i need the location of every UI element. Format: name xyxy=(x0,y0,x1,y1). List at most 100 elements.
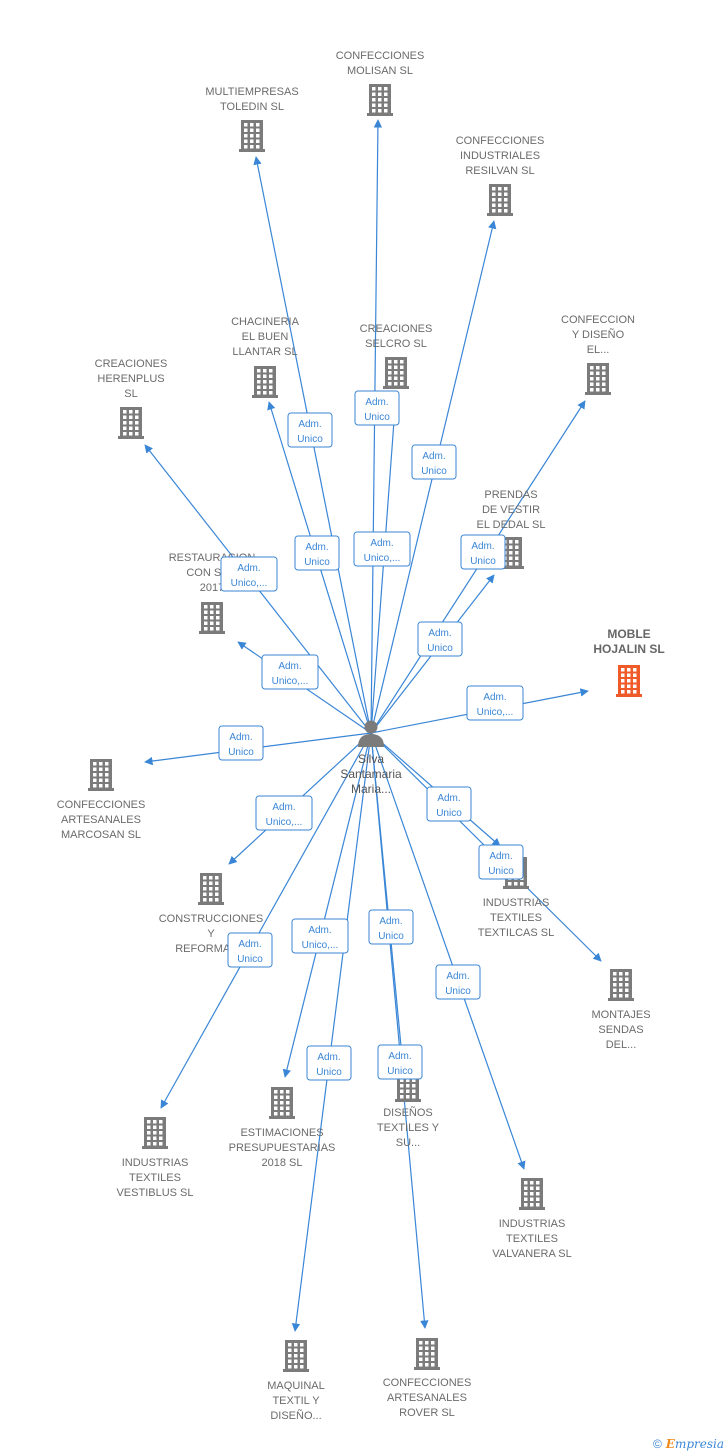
relation-text: Unico,... xyxy=(231,578,268,589)
person-name-line: Santamaria xyxy=(340,767,402,781)
relation-text: Unico xyxy=(470,556,496,567)
company-name-line: EL DEDAL SL xyxy=(477,519,546,531)
company-name-line: MAQUINAL xyxy=(267,1380,324,1392)
relation-label-marcosan[interactable]: Adm. Unico xyxy=(218,725,264,761)
relation-label-confeccion-diseno[interactable]: Adm.Unico xyxy=(460,534,506,570)
relation-text: Adm. xyxy=(238,939,261,950)
relation-label-valvanera[interactable]: Adm.Unico xyxy=(435,964,481,1000)
relation-label-restauracion[interactable]: Adm.Unico,... xyxy=(261,654,319,690)
company-name-line: RESILVAN SL xyxy=(465,165,534,177)
relation-text: Unico xyxy=(297,434,323,445)
relation-text: Unico,... xyxy=(272,676,309,687)
building-icon xyxy=(383,357,409,389)
relation-label-vestiblus[interactable]: Adm.Unico xyxy=(227,932,273,968)
company-name-line: ROVER SL xyxy=(399,1407,455,1419)
relation-text: Unico xyxy=(304,557,330,568)
relation-text: Unico xyxy=(421,466,447,477)
person-name-line: Silva xyxy=(358,752,384,766)
company-name-line: DISEÑOS xyxy=(383,1106,433,1119)
relation-text: Adm. xyxy=(428,628,451,639)
relation-label-selcro[interactable]: Adm.Unico,... xyxy=(353,531,411,567)
company-name-line: INDUSTRIALES xyxy=(460,150,540,162)
relation-label-toledin[interactable]: Adm. Unico xyxy=(287,412,333,448)
company-name-line: EL BUEN xyxy=(242,331,289,343)
company-name-line: TEXTILES xyxy=(490,912,542,924)
company-name-line: VESTIBLUS SL xyxy=(116,1187,193,1199)
company-name-line: ARTESANALES xyxy=(387,1392,467,1404)
building-icon xyxy=(269,1087,295,1119)
company-name-line: CONFECCIONES xyxy=(336,50,425,62)
company-name-line: PRESUPUESTARIAS xyxy=(229,1142,336,1154)
relation-text: Unico xyxy=(427,643,453,654)
company-name-line: CONFECCIONES xyxy=(57,799,146,811)
edge-maquinal xyxy=(291,732,372,1332)
company-name-line: SELCRO SL xyxy=(365,338,427,350)
building-icon xyxy=(88,759,114,791)
company-name-line: TEXTIL Y xyxy=(272,1395,320,1407)
relation-text: Unico,... xyxy=(266,817,303,828)
relation-text: Unico xyxy=(378,931,404,942)
company-name-line: INDUSTRIAS xyxy=(483,897,550,909)
company-name-line: INDUSTRIAS xyxy=(499,1218,566,1230)
relation-text: Adm. xyxy=(229,732,252,743)
relation-label-dedal[interactable]: Adm. Unico xyxy=(417,621,463,657)
building-icon xyxy=(283,1340,309,1372)
company-name-line: MONTAJES xyxy=(591,1009,650,1021)
company-name-line: CREACIONES xyxy=(95,358,168,370)
building-icon xyxy=(487,184,513,216)
relations-layer: Adm.UnicoAdm.UnicoAdm.UnicoAdm.UnicoAdm.… xyxy=(218,390,524,1081)
relation-label-rover[interactable]: Adm.Unico xyxy=(377,1044,423,1080)
building-icon xyxy=(519,1178,545,1210)
relation-label-montajes[interactable]: Adm.Unico xyxy=(478,844,524,880)
company-name-line: PRENDAS xyxy=(484,489,537,501)
relation-label-construcciones[interactable]: Adm.Unico,... xyxy=(255,795,313,831)
relation-text: Adm. xyxy=(483,692,506,703)
company-name-line: TEXTILCAS SL xyxy=(478,927,554,939)
company-name-line: HOJALIN SL xyxy=(593,642,664,656)
company-name-line: CHACINERIA xyxy=(231,316,300,328)
company-node-montajes[interactable]: MONTAJESSENDASDEL... xyxy=(591,969,651,1051)
relation-label-estimaciones[interactable]: Adm.Unico,... xyxy=(291,918,349,954)
building-icon xyxy=(239,120,265,152)
relation-label-maquinal[interactable]: Adm.Unico xyxy=(306,1045,352,1081)
relation-text: Adm. xyxy=(365,397,388,408)
building-icon xyxy=(142,1117,168,1149)
relation-text: Adm. xyxy=(446,971,469,982)
relation-label-disenos[interactable]: Adm. Unico xyxy=(368,909,414,945)
company-name-line: SL xyxy=(124,388,137,400)
relation-text: Unico,... xyxy=(364,553,401,564)
building-icon xyxy=(199,602,225,634)
relation-label-moble[interactable]: Adm. Unico,... xyxy=(466,685,524,721)
relation-label-chacineria[interactable]: Adm. Unico xyxy=(294,535,340,571)
relation-text: Unico,... xyxy=(477,707,514,718)
relation-text: Adm. xyxy=(305,542,328,553)
relation-label-herenplus[interactable]: Adm.Unico,... xyxy=(220,556,278,592)
relation-label-textilcas[interactable]: Adm.Unico xyxy=(426,786,472,822)
center-person[interactable]: SilvaSantamariaMaria... xyxy=(340,720,402,797)
relation-text: Adm. xyxy=(298,419,321,430)
relation-text: Adm. xyxy=(379,916,402,927)
relation-label-resilvan[interactable]: Adm.Unico xyxy=(411,444,457,480)
building-icon xyxy=(585,363,611,395)
relation-text: Unico xyxy=(228,747,254,758)
building-icon xyxy=(252,366,278,398)
company-name-line: 2018 SL xyxy=(262,1157,303,1169)
relation-text: Adm. xyxy=(388,1051,411,1062)
relation-label-molisan[interactable]: Adm.Unico xyxy=(354,390,400,426)
